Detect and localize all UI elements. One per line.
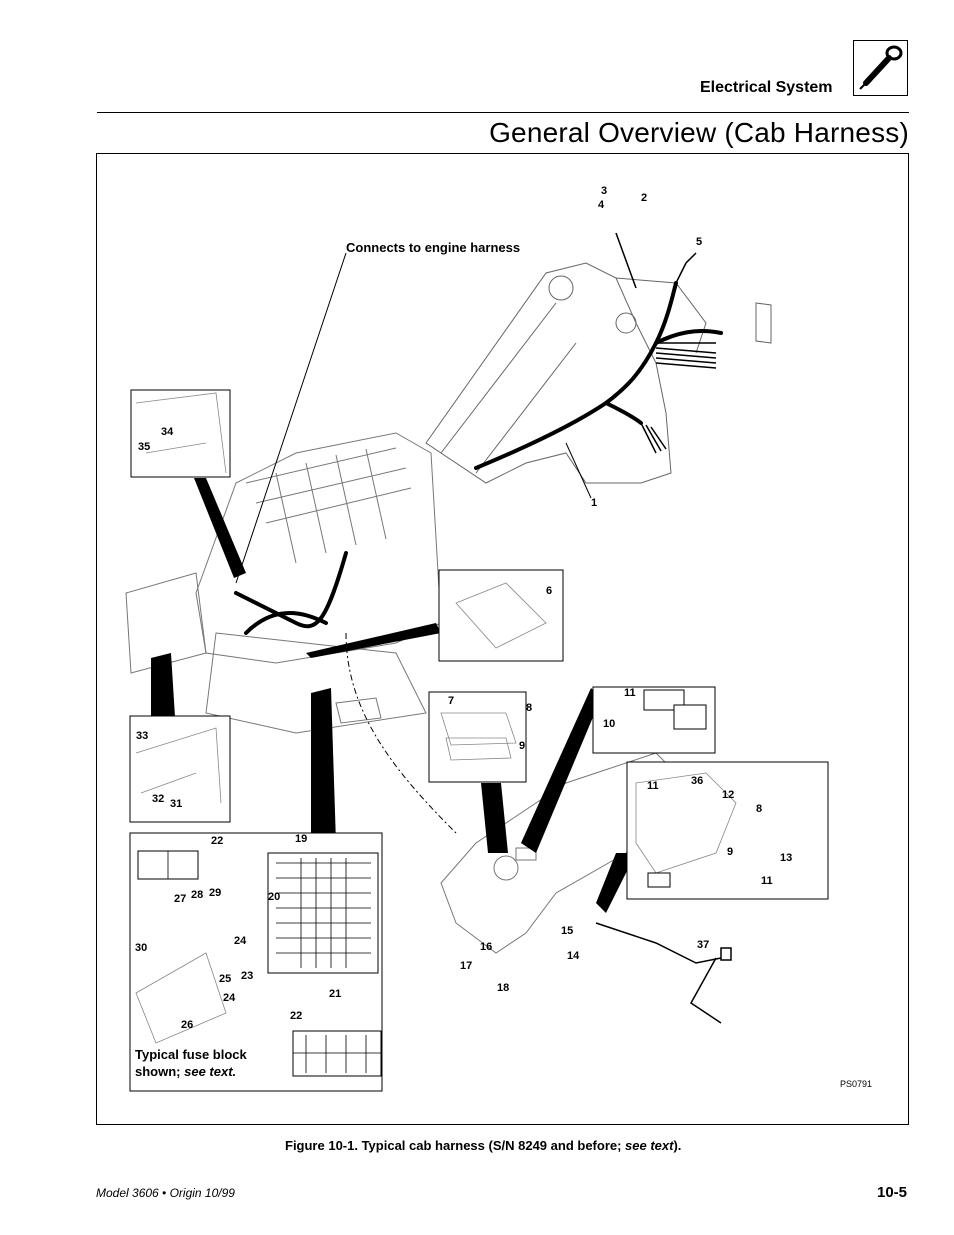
callout-12: 12 bbox=[722, 789, 735, 801]
callout-6: 6 bbox=[546, 585, 553, 597]
page-title: General Overview (Cab Harness) bbox=[489, 117, 909, 148]
figure-caption: Figure 10-1. Typical cab harness (S/N 82… bbox=[285, 1138, 681, 1153]
callout-14: 14 bbox=[567, 950, 580, 962]
callout-18: 18 bbox=[497, 982, 510, 994]
callout-10: 10 bbox=[603, 718, 616, 730]
callout-8b: 8 bbox=[756, 803, 763, 815]
fuse-note-line2: shown; see text. bbox=[135, 1063, 247, 1080]
ps-code: PS0791 bbox=[840, 1079, 873, 1089]
callout-11c: 11 bbox=[761, 875, 773, 887]
callout-9: 9 bbox=[519, 740, 526, 752]
callout-24a: 24 bbox=[234, 935, 247, 947]
callout-23: 23 bbox=[241, 970, 254, 982]
callout-32: 32 bbox=[152, 793, 165, 805]
callout-15: 15 bbox=[561, 925, 574, 937]
callout-22a: 22 bbox=[211, 835, 224, 847]
callout-11a: 11 bbox=[624, 687, 636, 699]
callout-26: 26 bbox=[181, 1019, 194, 1031]
callout-31: 31 bbox=[170, 798, 183, 810]
fuse-note-shown: shown; bbox=[135, 1064, 185, 1079]
callout-33: 33 bbox=[136, 730, 149, 742]
callout-27: 27 bbox=[174, 893, 187, 905]
callout-3: 3 bbox=[601, 185, 608, 197]
callout-35: 35 bbox=[138, 441, 151, 453]
fuse-note: Typical fuse block shown; see text. bbox=[135, 1046, 247, 1080]
callout-34: 34 bbox=[161, 426, 174, 438]
callout-19: 19 bbox=[295, 833, 308, 845]
callout-17: 17 bbox=[460, 960, 473, 972]
callout-21: 21 bbox=[329, 988, 342, 1000]
fuse-note-see-text: see text. bbox=[184, 1064, 237, 1079]
caption-see-text: see text bbox=[625, 1138, 674, 1153]
callout-29: 29 bbox=[209, 887, 222, 899]
figure-frame bbox=[96, 153, 909, 1125]
footer-model: Model 3606 • Origin 10/99 bbox=[96, 1186, 235, 1200]
callout-11b: 11 bbox=[647, 780, 659, 792]
callout-9b: 9 bbox=[727, 846, 734, 858]
cab-harness-illustration bbox=[125, 232, 829, 1092]
callout-2: 2 bbox=[641, 192, 648, 204]
callout-13: 13 bbox=[780, 852, 793, 864]
callout-5: 5 bbox=[696, 236, 703, 248]
connects-label: Connects to engine harness bbox=[346, 240, 521, 255]
callout-1: 1 bbox=[591, 497, 598, 509]
callout-28: 28 bbox=[191, 889, 204, 901]
callout-24b: 24 bbox=[223, 992, 236, 1004]
fuse-note-line1: Typical fuse block bbox=[135, 1047, 247, 1062]
callout-20: 20 bbox=[268, 891, 281, 903]
callout-30: 30 bbox=[135, 942, 148, 954]
header-rule bbox=[97, 112, 909, 113]
callout-4: 4 bbox=[598, 199, 605, 211]
callout-22b: 22 bbox=[290, 1010, 303, 1022]
callout-7: 7 bbox=[448, 695, 455, 707]
section-title: Electrical System bbox=[700, 79, 833, 96]
caption-text: Figure 10-1. Typical cab harness (S/N 82… bbox=[285, 1138, 626, 1153]
callout-36: 36 bbox=[691, 775, 704, 787]
page-number: 10-5 bbox=[877, 1184, 908, 1201]
wrench-icon bbox=[853, 40, 908, 96]
callout-37: 37 bbox=[697, 939, 710, 951]
callout-8: 8 bbox=[526, 702, 533, 714]
callout-25: 25 bbox=[219, 973, 232, 985]
caption-end: ). bbox=[673, 1138, 682, 1153]
callout-16: 16 bbox=[480, 941, 493, 953]
